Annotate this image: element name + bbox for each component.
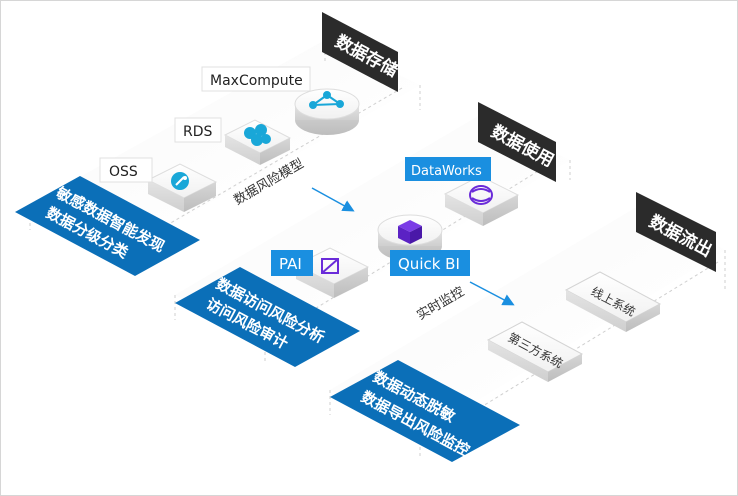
label-pai-text: PAI [279, 255, 302, 273]
label-dataworks-text: DataWorks [411, 164, 482, 179]
pai-icon [321, 258, 339, 274]
dataworks-icon [469, 185, 493, 205]
label-oss: OSS [99, 157, 153, 183]
online-system-plate[interactable]: 线上系统 [564, 271, 662, 332]
label-rds: RDS [174, 117, 222, 143]
oss-icon [171, 172, 189, 190]
quickbi-icon [398, 220, 422, 244]
maxcompute-icon [309, 91, 344, 109]
rds-box[interactable] [223, 119, 292, 165]
label-quickbi: Quick BI [390, 250, 470, 276]
label-pai: PAI [271, 250, 313, 276]
label-oss-text: OSS [109, 164, 138, 180]
oss-box[interactable] [146, 163, 218, 212]
maxcompute-box[interactable] [294, 88, 360, 135]
quickbi-box[interactable] [377, 214, 443, 261]
dataworks-box[interactable] [443, 175, 520, 226]
label-dataworks: DataWorks [405, 157, 491, 181]
label-maxcompute-text: MaxCompute [210, 73, 303, 89]
rds-icon [244, 124, 271, 146]
label-maxcompute: MaxCompute [201, 66, 311, 92]
label-rds-text: RDS [183, 124, 213, 140]
label-quickbi-text: Quick BI [398, 255, 460, 273]
